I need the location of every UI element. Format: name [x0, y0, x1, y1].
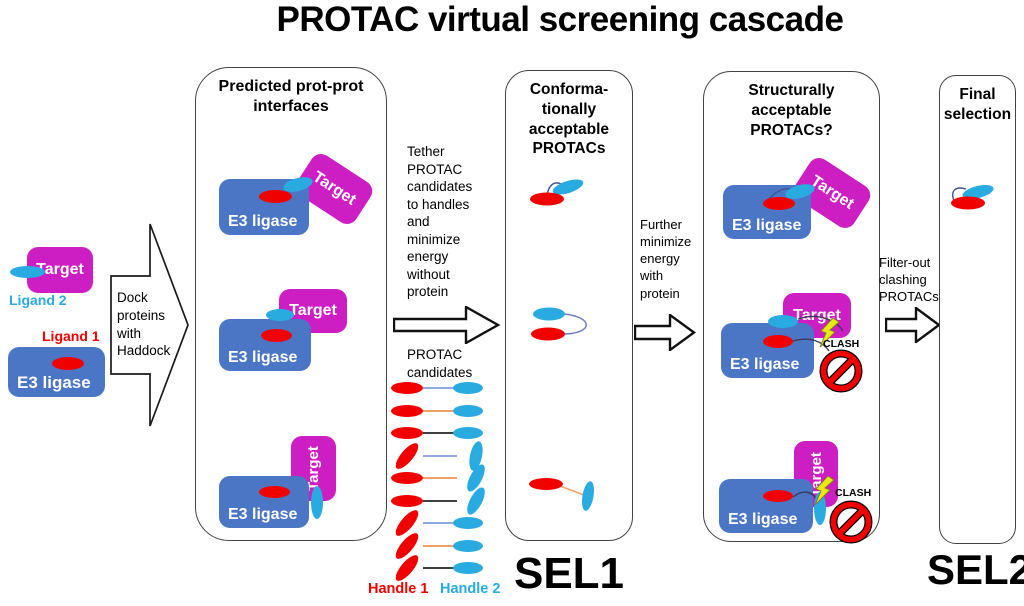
handle1-ellipse	[391, 494, 423, 507]
filter-note: Filter-out clashing PROTACs	[879, 255, 939, 305]
protac-candidates-list	[385, 375, 503, 585]
target-label: Target	[807, 172, 857, 213]
clash-label: CLASH	[835, 487, 872, 499]
panel-structural: Structurally acceptable PROTACs? Target …	[703, 71, 881, 544]
linker-line	[423, 432, 457, 435]
handle2-ellipse	[453, 382, 483, 394]
handle1-label: Handle 1	[368, 581, 429, 597]
ligand1-ellipse	[763, 490, 793, 502]
linker-line	[423, 567, 457, 570]
protac-conformer-2	[531, 307, 587, 341]
docked-complex-2: Target E3 ligase	[219, 289, 359, 379]
handle2-ellipse	[453, 427, 483, 439]
clashing-complex-2: Target E3 ligase CLASH	[717, 439, 887, 551]
handle2-ellipse	[453, 517, 483, 529]
no-entry-icon	[819, 349, 863, 393]
protac-conformer-1	[530, 179, 584, 206]
handle1-ellipse	[392, 439, 422, 472]
panel-predicted-interfaces: Predicted prot-prot interfaces Target E3…	[195, 67, 387, 541]
sel2-label: SEL2	[927, 546, 1024, 593]
target-label: Target	[309, 168, 359, 209]
dock-note: Dock proteins with Haddock	[117, 290, 171, 359]
tether-note: Tether PROTAC candidates to handles and …	[407, 144, 473, 300]
panel-final-title: Final selection	[943, 86, 1012, 123]
further-note: Further minimize energy with protein	[640, 217, 692, 301]
e3-label: E3 ligase	[732, 217, 802, 234]
protac-linker-curve	[792, 315, 844, 352]
target-label: Target	[36, 261, 84, 278]
linker-line	[423, 499, 457, 502]
e3-label: E3 ligase	[730, 356, 800, 373]
dock-arrow-icon	[110, 223, 189, 427]
diagram-title: PROTAC virtual screening cascade	[276, 0, 844, 39]
e3-ligase-box: E3 ligase	[219, 319, 311, 371]
e3-ligase-box: E3 ligase	[8, 347, 105, 397]
e3-label: E3 ligase	[228, 349, 298, 366]
selected-protac	[951, 185, 994, 210]
clash-lightning-icon	[819, 318, 840, 348]
e3-ligase-box: E3 ligase	[219, 476, 309, 528]
sel1-label: SEL1	[513, 549, 625, 598]
further-arrow-icon	[634, 314, 696, 351]
linker-line	[423, 454, 457, 457]
handle1-ellipse	[391, 382, 423, 394]
clash-lightning-icon	[814, 476, 835, 506]
clashing-complex-1: Target E3 ligase CLASH	[719, 291, 884, 406]
e3-label: E3 ligase	[228, 213, 298, 230]
ligand1-ellipse	[763, 197, 795, 210]
e3-label: E3 ligase	[228, 506, 298, 523]
no-entry-icon	[829, 500, 873, 544]
clash-label: CLASH	[823, 338, 860, 350]
ligand1-ellipse	[763, 335, 793, 348]
linker-line	[423, 522, 457, 525]
ligand1-ellipse	[52, 357, 84, 370]
e3-ligase-box: E3 ligase	[721, 323, 814, 378]
target-label: Target	[289, 302, 337, 319]
panel-predicted-title: Predicted prot-prot interfaces	[218, 78, 364, 116]
e3-ligase-box: E3 ligase	[719, 479, 813, 533]
ligand2-ellipse	[10, 266, 45, 278]
ligand1-ellipse	[259, 486, 290, 498]
e3-label: E3 ligase	[17, 373, 91, 392]
protac-candidates-label: PROTAC candidates	[407, 347, 473, 380]
handle2-ellipse	[453, 404, 483, 417]
linker-line	[423, 409, 457, 412]
minimized-complex-1: Target E3 ligase	[721, 153, 881, 261]
ligand2-label: Ligand 2	[9, 292, 67, 308]
filter-arrow-icon	[885, 307, 941, 343]
ligand1-ellipse	[259, 190, 292, 203]
ligand1-label: Ligand 1	[42, 328, 100, 344]
handle1-ellipse	[391, 472, 423, 484]
ligand2-ellipse	[311, 486, 323, 519]
docked-complex-3: Target E3 ligase	[219, 436, 349, 536]
tether-arrow-icon	[393, 306, 500, 344]
docked-complex-1: Target E3 ligase	[219, 149, 379, 251]
handle1-ellipse	[391, 427, 423, 439]
handle2-label: Handle 2	[440, 581, 501, 597]
handle2-ellipse	[453, 539, 483, 552]
panel-final-selection: Final selection	[939, 75, 1016, 544]
protac-conformer-3	[529, 478, 595, 511]
ligand2-ellipse	[768, 315, 798, 328]
panel-structural-title: Structurally acceptable PROTACs?	[748, 82, 835, 139]
ligand2-ellipse	[266, 309, 294, 321]
handle2-ellipse	[453, 562, 483, 574]
linker-line	[423, 544, 457, 547]
linker-line	[423, 387, 457, 390]
handle1-ellipse	[391, 404, 423, 417]
linker-line	[423, 477, 457, 480]
panel-conformational: Conforma- tionally acceptable PROTACs	[505, 70, 633, 541]
e3-label: E3 ligase	[728, 511, 798, 528]
panel-conformational-title: Conforma- tionally acceptable PROTACs	[528, 81, 610, 158]
ligand1-ellipse	[261, 329, 292, 342]
